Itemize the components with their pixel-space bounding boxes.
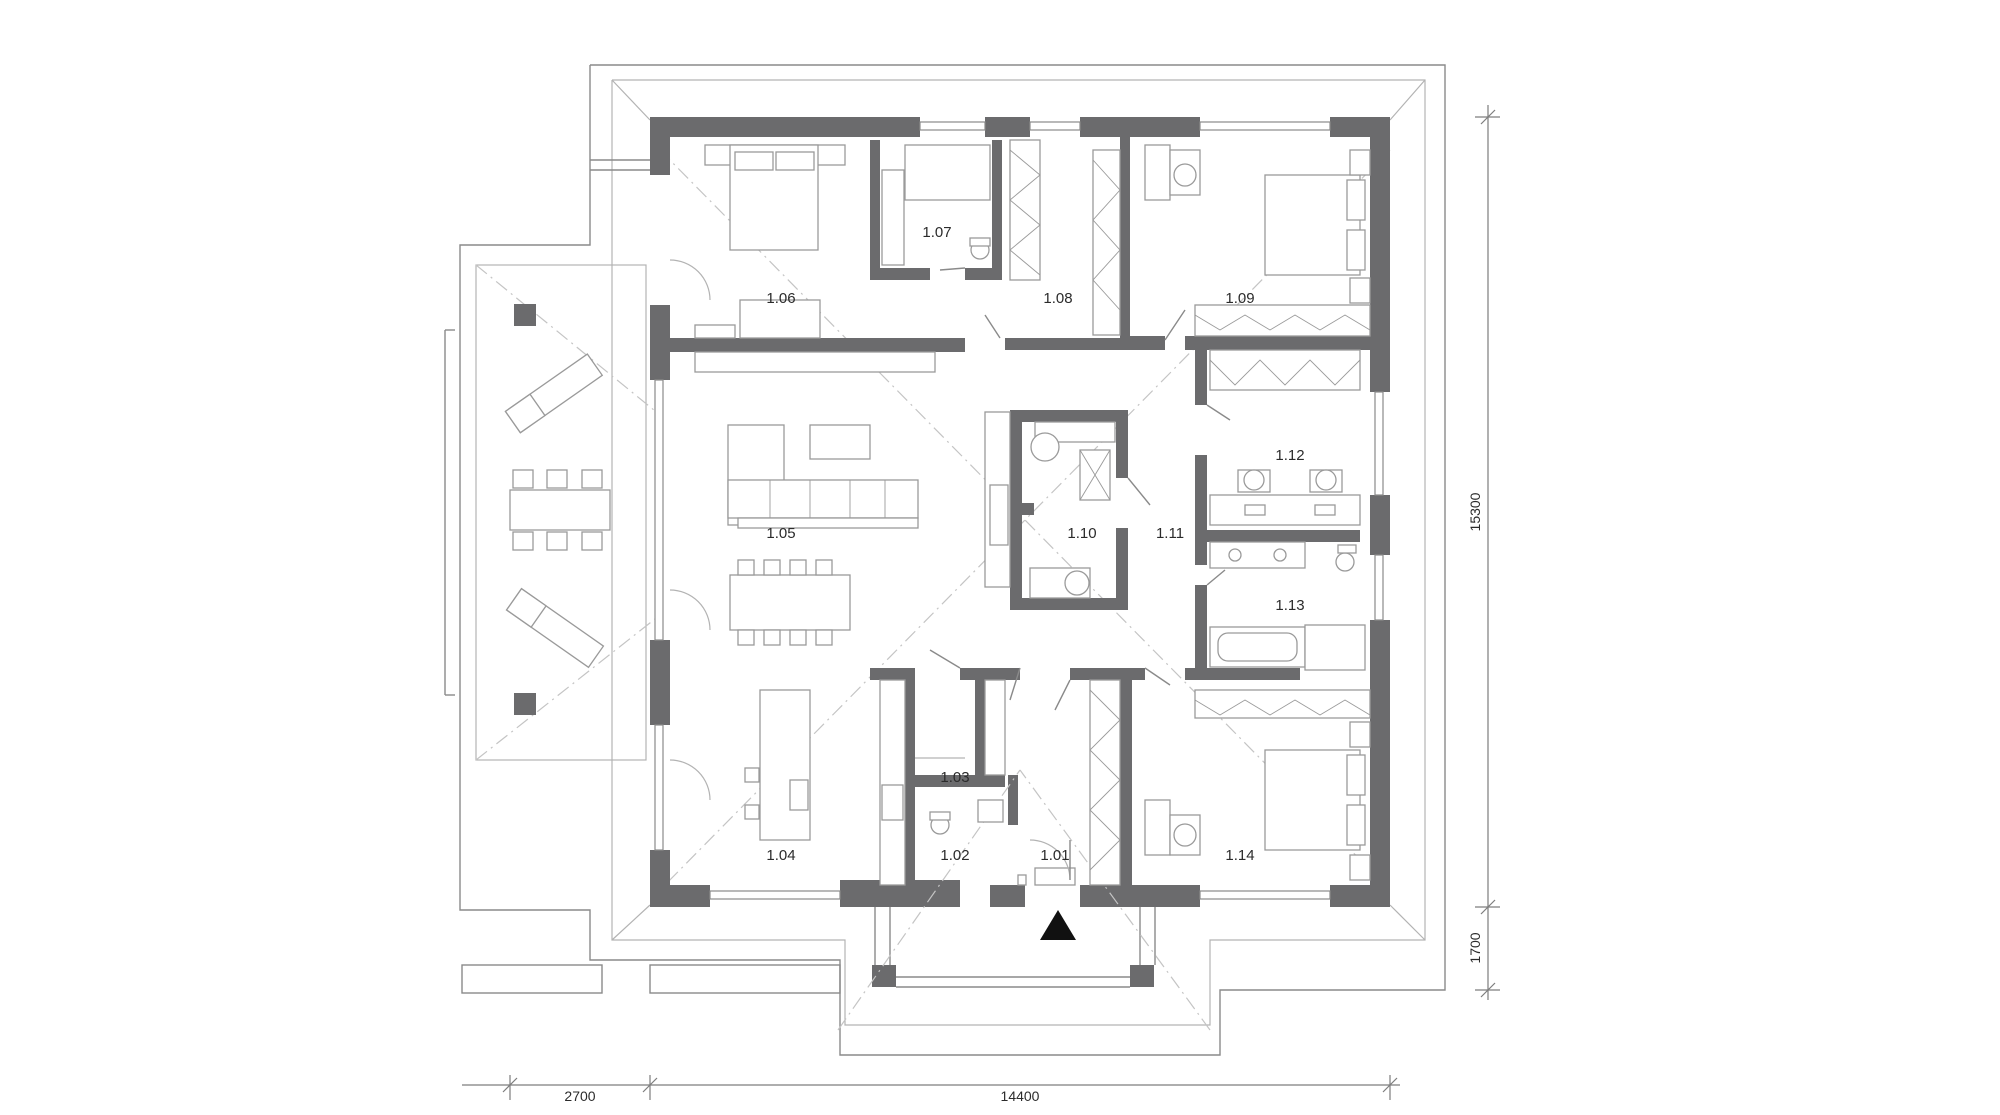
room-label-1-02: 1.02 [940, 847, 969, 864]
room-label-1-09: 1.09 [1225, 290, 1254, 307]
storage-1-03 [915, 679, 1006, 776]
sun-lounger [505, 587, 605, 669]
porch-column [872, 965, 896, 987]
porch [837, 769, 1211, 1031]
wardrobe-1-08 [1009, 139, 1121, 336]
terrace [444, 264, 661, 761]
room-label-1-03: 1.03 [940, 769, 969, 786]
living-area-1-05 [727, 411, 1011, 588]
room-label-1-12: 1.12 [1275, 447, 1304, 464]
room-label-1-04: 1.04 [766, 847, 795, 864]
room-label-1-13: 1.13 [1275, 597, 1304, 614]
dining-table [729, 559, 851, 646]
kitchen-1-04 [744, 679, 906, 886]
dimension-label-1700: 1700 [1467, 932, 1483, 963]
bed-1-09 [1144, 144, 1371, 337]
sun-lounger [504, 353, 604, 434]
wardrobe-1-01 [1017, 679, 1121, 886]
dimension-label-14400: 14400 [1001, 1088, 1040, 1104]
site-lines [461, 964, 841, 994]
dimension-label-2700: 2700 [564, 1088, 595, 1104]
room-label-1-11: 1.11 [1156, 525, 1184, 542]
office-1-12 [1209, 349, 1361, 526]
bathroom-1-13 [1209, 541, 1366, 671]
doors [669, 259, 1231, 881]
room-label-1-01: 1.01 [1040, 847, 1069, 864]
outdoor-dining-table [509, 469, 611, 551]
terrace-column [514, 693, 536, 715]
utility-1-10 [1029, 421, 1116, 599]
dimension-bottom: 2700 14400 [462, 1075, 1400, 1104]
walls [650, 117, 1390, 987]
windows [590, 121, 1384, 900]
room-label-1-14: 1.14 [1225, 847, 1254, 864]
room-labels: 1.01 1.02 1.03 1.04 1.05 1.06 1.07 1.08 … [766, 224, 1304, 864]
room-label-1-10: 1.10 [1067, 525, 1096, 542]
room-label-1-08: 1.08 [1043, 290, 1072, 307]
roof-outline [459, 64, 1446, 1056]
bed-1-14 [1144, 689, 1371, 881]
porch-column [1130, 965, 1154, 987]
room-label-1-06: 1.06 [766, 290, 795, 307]
bed-1-06 [694, 144, 936, 373]
room-label-1-05: 1.05 [766, 525, 795, 542]
terrace-column [514, 304, 536, 326]
entrance-arrow-icon [1040, 910, 1076, 940]
dimension-label-15300: 15300 [1467, 492, 1483, 531]
dimension-right: 15300 1700 [1467, 105, 1500, 1000]
room-label-1-07: 1.07 [922, 224, 951, 241]
bathroom-1-07 [881, 144, 991, 266]
wc-1-02 [929, 799, 1004, 835]
